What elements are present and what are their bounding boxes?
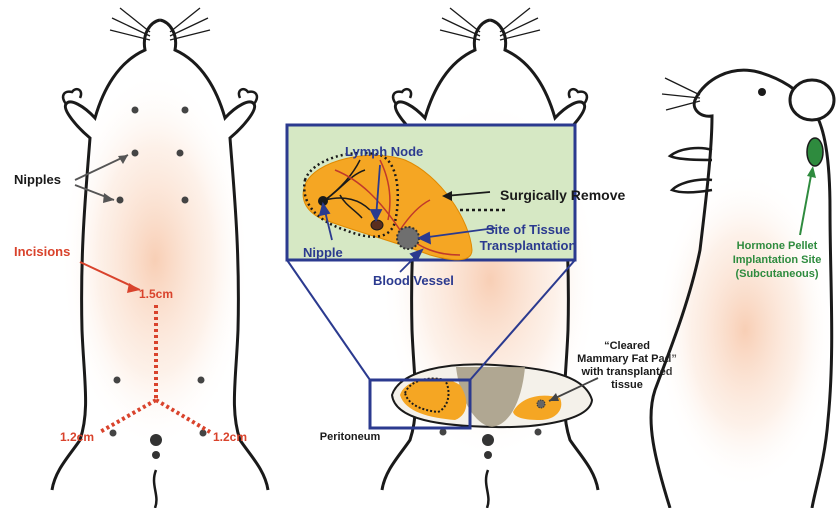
zoom-line-left (287, 260, 370, 380)
transplant-site-small (537, 400, 545, 408)
hormone-label-line2: Implantation Site (733, 254, 822, 266)
nipples-label: Nipples (14, 172, 61, 187)
hormone-label-line1: Hormone Pellet (737, 240, 818, 252)
lymph-node-label: Lymph Node (345, 144, 423, 159)
middle-mouse-whiskers (440, 8, 540, 40)
peritoneum-label: Peritoneum (320, 431, 381, 443)
incision-length-right: 1.2cm (213, 430, 247, 444)
transplant-site (397, 227, 419, 249)
nipple-label: Nipple (303, 245, 343, 260)
site-label-line1: Site of Tissue (486, 222, 570, 237)
right-mouse: Hormone Pellet Implantation Site (Subcut… (651, 70, 835, 508)
hormone-label-line3: (Subcutaneous) (735, 268, 818, 280)
incisions-label: Incisions (14, 244, 70, 259)
pellet-arrowhead (807, 166, 816, 178)
left-mouse-anus (152, 451, 160, 459)
incision-length-top: 1.5cm (139, 287, 173, 301)
site-label-line2: Transplantation (480, 238, 577, 253)
cleared-label-line4: tissue (611, 379, 643, 391)
incision-length-left: 1.2cm (60, 430, 94, 444)
left-mouse-glow (60, 70, 250, 450)
lymph-node (371, 220, 383, 230)
surgically-remove-label: Surgically Remove (500, 187, 625, 203)
middle-mouse-genital (482, 434, 494, 446)
left-mouse: Nipples Incisions 1.5cm 1.2cm 1.2cm (14, 8, 268, 508)
right-mouse-paws (670, 148, 712, 192)
middle-mouse-tail (486, 470, 488, 508)
left-mouse-genital (150, 434, 162, 446)
left-mouse-tail (154, 470, 156, 508)
left-mouse-whiskers (110, 8, 210, 40)
middle-mouse-anus (484, 451, 492, 459)
right-mouse-glow (655, 170, 835, 490)
blood-vessel-label: Blood Vessel (373, 273, 454, 288)
hormone-pellet (807, 138, 823, 166)
cleared-label-line1: “Cleared (604, 340, 650, 352)
right-mouse-ear (790, 80, 834, 120)
right-mouse-eye (758, 88, 766, 96)
